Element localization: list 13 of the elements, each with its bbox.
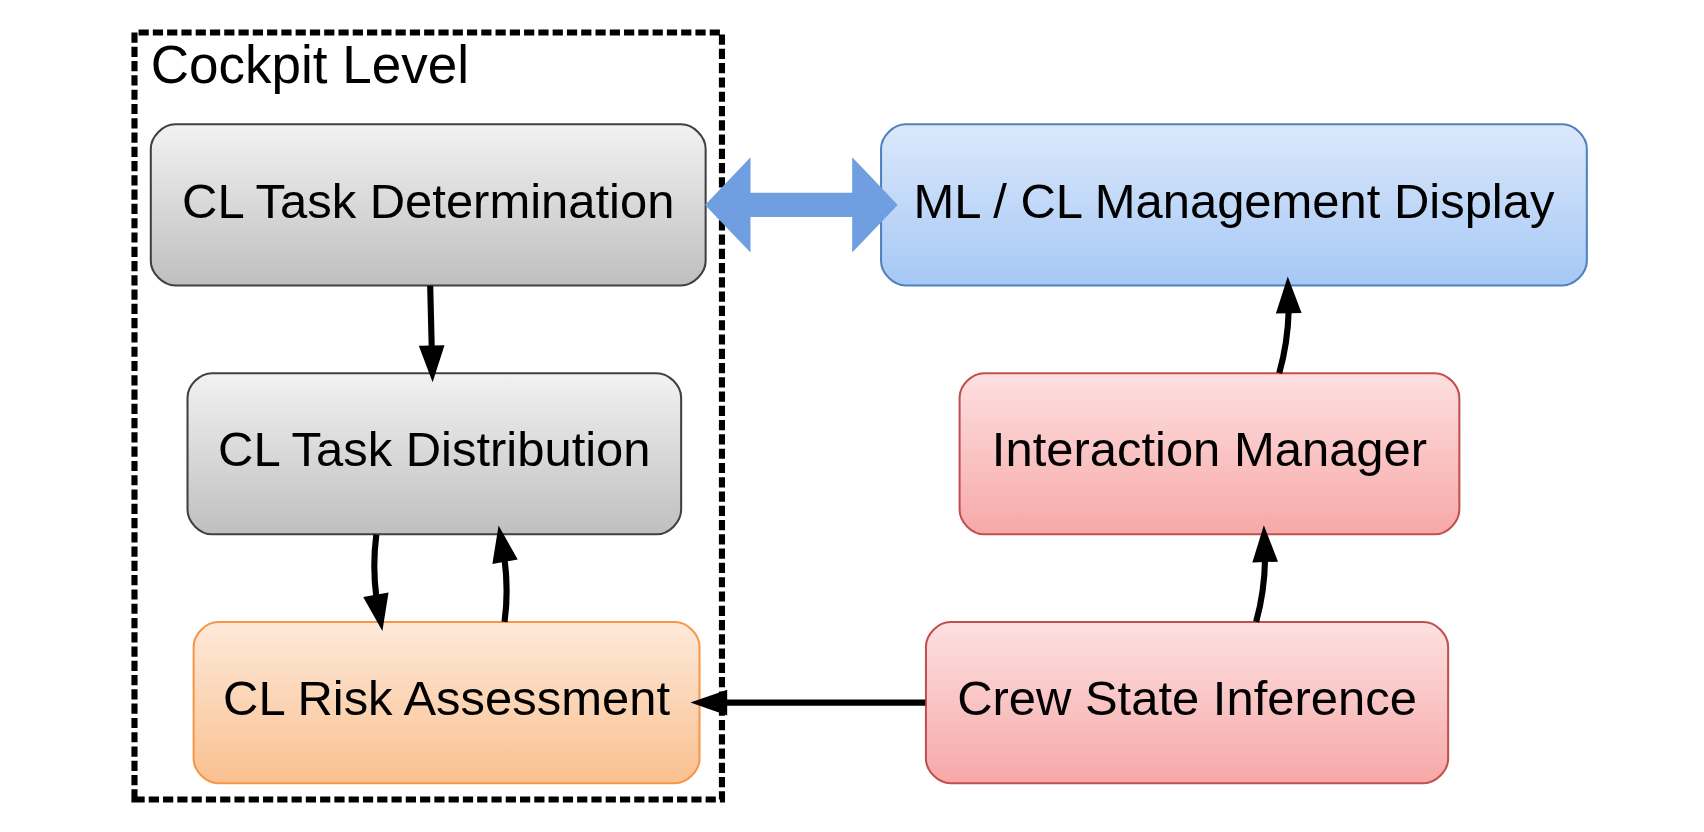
node-box: ML / CL Management Display	[879, 123, 1588, 287]
node-box: Interaction Manager	[958, 372, 1460, 536]
node-box: CL Task Determination	[149, 123, 707, 287]
arrow	[689, 689, 925, 716]
arrow	[362, 534, 389, 631]
node-box: CL Risk Assessment	[192, 621, 701, 785]
arrow	[491, 525, 518, 623]
arrow	[1251, 525, 1278, 623]
node-box: Crew State Inference	[924, 621, 1449, 785]
arrow	[704, 157, 898, 253]
arrow	[1275, 276, 1302, 374]
arrow	[418, 285, 445, 383]
node-box: CL Task Distribution	[186, 372, 682, 536]
